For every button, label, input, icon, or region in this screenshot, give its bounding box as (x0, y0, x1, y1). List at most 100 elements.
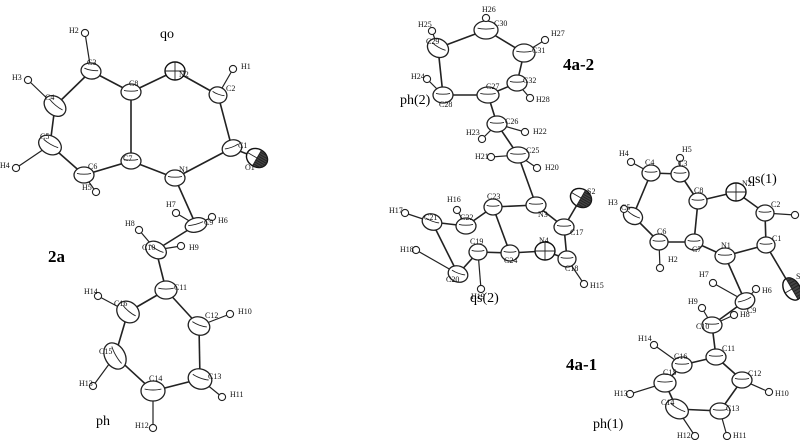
atom-4a-2-c27 (476, 86, 500, 104)
atom-label: C13 (208, 372, 221, 381)
atom-label: N3 (538, 210, 548, 219)
atom-2a-h7 (171, 208, 181, 218)
atom-4a-2-h20 (532, 163, 542, 173)
atom-4a-2-c17 (553, 218, 575, 236)
atom-4a-2-s2 (569, 187, 593, 209)
atom-4a-2-c19 (468, 243, 488, 261)
atom-4a-1-h11 (722, 431, 732, 440)
bond (217, 94, 233, 149)
atom-2a-h10 (225, 309, 235, 319)
atom-2a-c6 (73, 166, 95, 184)
atom-label: C12 (205, 311, 218, 320)
atom-4a-1-c6 (649, 233, 669, 251)
atom-label: C14 (661, 398, 674, 407)
atom-4a-2-c23 (483, 198, 503, 216)
atom-4a-2-c24 (500, 244, 520, 262)
atom-label: C6 (88, 162, 97, 171)
atom-label: H9 (189, 243, 199, 252)
atom-label: C1 (238, 141, 247, 150)
fragment-label-ph1: ph(1) (593, 417, 624, 432)
atom-4a-2-h21 (486, 152, 496, 162)
atom-4a-1-c11 (705, 348, 727, 366)
atom-4a-2-h16 (452, 205, 462, 215)
atom-label: C17 (570, 228, 583, 237)
atom-label: H16 (447, 195, 461, 204)
atom-label: C11 (174, 283, 187, 292)
atom-4a-1-c9 (734, 292, 756, 310)
atom-4a-1-h13 (625, 389, 635, 399)
atom-2a-n1 (164, 169, 186, 187)
atom-4a-2-c30 (473, 20, 499, 40)
atom-4a-2-c32 (506, 74, 528, 92)
atom-4a-2-h22 (520, 127, 530, 137)
atom-2a-h5 (91, 187, 101, 197)
atom-2a-n2 (164, 61, 186, 81)
atom-4a-2-h27 (540, 35, 550, 45)
atom-4a-1-h2 (655, 263, 665, 273)
atom-4a-2-h19 (476, 284, 486, 294)
atom-2a-c2 (208, 86, 228, 104)
atom-2a-h2 (80, 28, 90, 38)
atom-label: H7 (166, 200, 176, 209)
atom-label: H21 (475, 152, 489, 161)
atom-label: H9 (688, 297, 698, 306)
atom-label: N1 (721, 241, 731, 250)
bond (431, 221, 459, 275)
atom-4a-1-c2 (755, 204, 775, 222)
atom-4a-1-n1 (714, 247, 736, 265)
atom-2a-h14 (93, 291, 103, 301)
atom-label: H5 (82, 183, 92, 192)
atom-label: C8 (694, 186, 703, 195)
atom-label: C24 (504, 256, 517, 265)
atom-label: H12 (135, 421, 149, 430)
atom-label: C9 (747, 306, 756, 315)
atom-label: H3 (608, 198, 618, 207)
atom-label: C30 (494, 19, 507, 28)
atom-4a-1-c16 (671, 356, 693, 374)
atom-4a-1-h5 (675, 153, 685, 163)
atom-4a-1-h8 (729, 310, 739, 320)
atom-label: H28 (536, 95, 550, 104)
atom-label: C15 (663, 368, 676, 377)
atom-layer (11, 13, 800, 440)
atom-label: C25 (526, 146, 539, 155)
atom-label: C16 (114, 299, 127, 308)
atom-2a-c3 (80, 62, 102, 80)
atom-2a-h12 (148, 423, 158, 433)
atom-4a-1-h12 (690, 431, 700, 440)
atom-label: C8 (129, 79, 138, 88)
atom-label: H6 (762, 286, 772, 295)
atom-4a-1-n2 (725, 182, 747, 202)
bond (174, 147, 233, 179)
atom-label: N2 (179, 70, 189, 79)
atom-label: C21 (424, 213, 437, 222)
atom-label: C3 (678, 159, 687, 168)
atom-2a-c15 (103, 342, 127, 370)
atom-label: C23 (487, 192, 500, 201)
atom-2a-c16 (116, 300, 140, 324)
atom-label: H17 (389, 206, 403, 215)
atom-label: H19 (471, 292, 485, 301)
atom-2a-c12 (187, 316, 211, 336)
atom-label: H8 (740, 310, 750, 319)
atom-label: H13 (614, 389, 628, 398)
atom-label: H8 (125, 219, 135, 228)
atom-label: S1 (796, 272, 800, 281)
atom-label: H2 (668, 255, 678, 264)
atom-4a-1-c4 (641, 164, 661, 182)
atom-label: H24 (411, 72, 425, 81)
atom-label: C26 (505, 117, 518, 126)
atom-2a-c9 (184, 217, 208, 233)
atom-label: H23 (466, 128, 480, 137)
atom-2a-c5 (38, 134, 62, 156)
atom-4a-1-h9 (697, 303, 707, 313)
atom-4a-2-h18 (411, 245, 421, 255)
atom-label: C9 (204, 218, 213, 227)
atom-4a-2-h17 (400, 208, 410, 218)
atom-4a-1-c3 (670, 165, 690, 183)
atom-4a-2-h23 (477, 134, 487, 144)
atom-4a-1-s1 (782, 277, 800, 301)
atom-label: H10 (775, 389, 789, 398)
atom-label: H2 (69, 26, 79, 35)
